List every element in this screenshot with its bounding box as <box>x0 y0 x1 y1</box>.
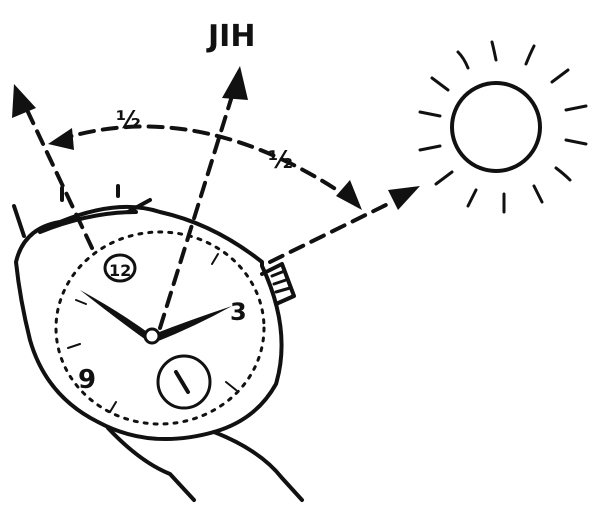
direction-label: JIH <box>206 19 255 54</box>
south-direction-line <box>160 66 248 328</box>
crown <box>262 264 294 304</box>
dial-3: 3 <box>230 298 247 326</box>
watch-icon: 12 3 9 <box>14 186 302 500</box>
twelve-arrowhead <box>12 84 36 118</box>
dial-9: 9 <box>78 365 96 395</box>
sun-arrowhead <box>388 186 420 210</box>
half-angle-arc <box>48 127 362 211</box>
south-arrowhead <box>222 66 248 100</box>
subdial <box>158 356 210 408</box>
half-label-left: ½ <box>116 106 141 134</box>
minute-hand <box>80 290 150 340</box>
center-pin <box>145 329 159 343</box>
arc-left-arrowhead <box>48 128 74 150</box>
half-label-right: ½ <box>268 146 293 174</box>
dial-12: 12 <box>109 261 131 280</box>
hour-hand <box>154 306 232 342</box>
arc-right-arrowhead <box>336 180 362 210</box>
sun-rays <box>420 42 586 212</box>
sun-icon <box>420 42 586 212</box>
